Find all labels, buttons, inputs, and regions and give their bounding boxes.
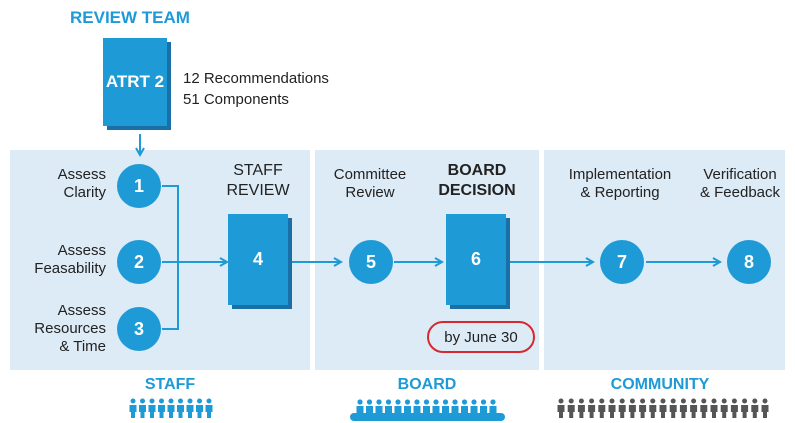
community-person-icon — [577, 398, 585, 418]
community-people-icons — [557, 398, 769, 418]
step-1-circle: 1 — [117, 164, 161, 208]
community-person-icon — [720, 398, 728, 418]
board-person-icon — [404, 399, 411, 414]
staff-people-icons — [129, 398, 213, 418]
deadline-text: by June 30 — [444, 328, 518, 346]
step-5-number: 5 — [365, 251, 376, 272]
community-person-icon — [639, 398, 647, 418]
community-person-icon — [588, 398, 596, 418]
board-table-icon — [350, 413, 505, 421]
board-person-icon — [461, 399, 468, 414]
staff-person-icon — [177, 398, 184, 418]
community-person-icon — [700, 398, 708, 418]
community-person-icon — [659, 398, 667, 418]
step1-label: Assess Clarity — [57, 166, 106, 201]
community-person-icon — [567, 398, 575, 418]
board-people-icons — [350, 399, 505, 421]
staff-person-icon — [167, 398, 175, 418]
step8-label: Verification & Feedback — [699, 166, 781, 201]
step-2-number: 2 — [133, 251, 144, 272]
community-section-label: COMMUNITY — [610, 376, 710, 393]
step-2-circle: 2 — [117, 240, 161, 284]
bracket-steps-1-3 — [162, 185, 179, 330]
board-person-icon — [385, 399, 392, 414]
step-6-document: 6 — [446, 214, 506, 305]
staff-person-icon — [186, 398, 194, 418]
step-6-number: 6 — [470, 249, 481, 269]
step-4-number: 4 — [252, 249, 263, 269]
community-person-icon — [649, 398, 657, 418]
atrt-document: ATRT 2 — [103, 38, 167, 126]
staff-person-icon — [148, 398, 156, 418]
board-person-icon — [394, 399, 402, 414]
board-person-icon — [375, 399, 383, 414]
community-person-icon — [557, 398, 565, 418]
staff-section-label: STAFF — [144, 376, 196, 393]
community-person-icon — [669, 398, 677, 418]
board-person-icon — [356, 399, 364, 414]
step5-label: Committee Review — [333, 166, 407, 201]
components-count: 51 Components — [183, 91, 289, 108]
community-person-icon — [730, 398, 738, 418]
step-1-number: 1 — [133, 175, 144, 196]
community-person-icon — [761, 398, 769, 418]
community-person-icon — [679, 398, 687, 418]
board-person-icon — [480, 399, 487, 414]
board-person-icon — [366, 399, 373, 414]
step-5-circle: 5 — [349, 240, 393, 284]
board-section-label: BOARD — [397, 376, 457, 393]
community-person-icon — [628, 398, 636, 418]
step7-label: Implementation & Reporting — [568, 166, 672, 201]
step6-label: BOARD DECISION — [438, 162, 516, 199]
board-person-icon — [442, 399, 449, 414]
step-3-number: 3 — [133, 318, 144, 339]
board-person-icon — [470, 399, 478, 414]
step-8-circle: 8 — [727, 240, 771, 284]
step4-label: STAFF REVIEW — [226, 162, 290, 199]
board-person-icon — [451, 399, 459, 414]
step-3-circle: 3 — [117, 307, 161, 351]
community-person-icon — [710, 398, 718, 418]
board-person-icon — [489, 399, 497, 414]
atrt-document-label: ATRT 2 — [105, 72, 165, 91]
board-person-icon — [432, 399, 440, 414]
community-person-icon — [618, 398, 626, 418]
board-person-icon — [423, 399, 430, 414]
board-person-icon — [413, 399, 421, 414]
step-8-number: 8 — [743, 251, 754, 272]
community-person-icon — [690, 398, 698, 418]
recommendations-count: 12 Recommendations — [183, 70, 329, 87]
community-person-icon — [608, 398, 616, 418]
step3-label: Assess Resources & Time — [34, 302, 106, 355]
staff-person-icon — [139, 398, 146, 418]
community-person-icon — [741, 398, 749, 418]
deadline-badge: by June 30 — [427, 321, 535, 353]
staff-person-icon — [205, 398, 213, 418]
staff-person-icon — [158, 398, 165, 418]
step-7-circle: 7 — [600, 240, 644, 284]
staff-person-icon — [129, 398, 137, 418]
step2-label: Assess Feasability — [34, 242, 106, 277]
review-team-title: REVIEW TEAM — [70, 8, 190, 27]
step-4-document: 4 — [228, 214, 288, 305]
staff-person-icon — [196, 398, 203, 418]
step-7-number: 7 — [616, 251, 627, 272]
community-person-icon — [751, 398, 759, 418]
community-person-icon — [598, 398, 606, 418]
